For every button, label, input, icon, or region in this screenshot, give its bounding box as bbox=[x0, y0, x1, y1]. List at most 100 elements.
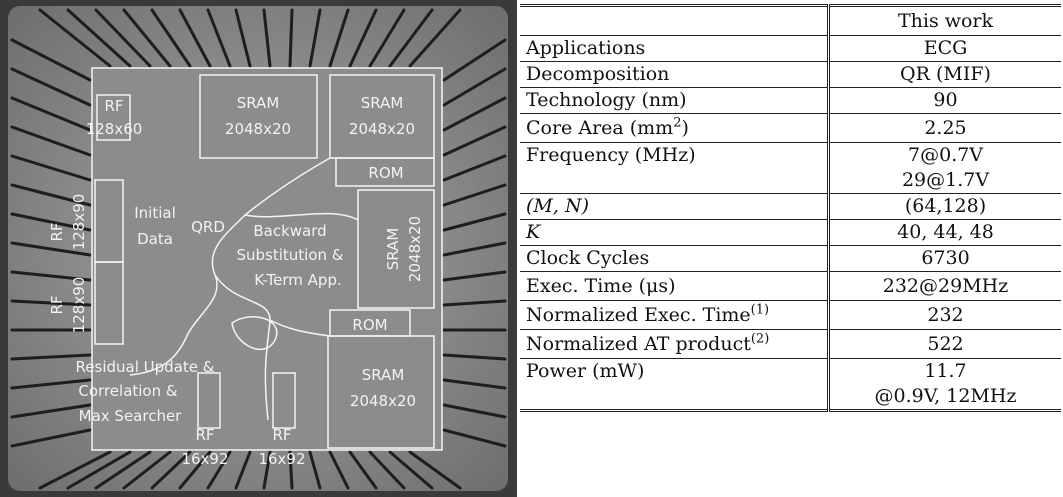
bond-wire bbox=[10, 299, 92, 307]
sram-vertical-box bbox=[357, 189, 435, 309]
param-label: Normalized AT product(2) bbox=[520, 329, 830, 359]
residual-label-3: Max Searcher bbox=[79, 407, 183, 425]
bond-wire bbox=[442, 241, 507, 257]
sram-2-size: 2048x20 bbox=[349, 120, 415, 138]
bond-wire bbox=[150, 8, 192, 68]
param-value: 40, 44, 48 bbox=[828, 219, 1061, 246]
bond-wire bbox=[234, 8, 252, 68]
param-text: Normalized AT product bbox=[526, 333, 751, 355]
bond-wire bbox=[368, 450, 406, 490]
param-superscript: (1) bbox=[750, 302, 770, 318]
bond-wire bbox=[442, 403, 507, 419]
rf-top-label: RF bbox=[104, 97, 123, 115]
value-line-2: @0.9V, 12MHz bbox=[874, 385, 1017, 407]
bond-wire bbox=[328, 450, 350, 490]
param-text: Core Area (mm bbox=[526, 117, 674, 139]
sram-2-label: SRAM bbox=[361, 94, 404, 112]
bond-wire bbox=[10, 183, 92, 207]
param-value: 232 bbox=[828, 300, 1061, 330]
bond-wire bbox=[94, 8, 152, 68]
bond-wire bbox=[442, 96, 507, 132]
bond-wire bbox=[206, 450, 232, 490]
param-label: Applications bbox=[520, 35, 830, 62]
bond-wire bbox=[10, 154, 92, 182]
bond-wire bbox=[10, 212, 92, 232]
param-value: QR (MIF) bbox=[828, 61, 1061, 88]
bond-wire bbox=[10, 67, 92, 107]
param-label: Power (mW) bbox=[520, 358, 830, 411]
bond-wire bbox=[10, 125, 92, 157]
table-row: Exec. Time (μs) 232@29MHz bbox=[520, 271, 1061, 301]
bond-wire bbox=[408, 450, 462, 490]
rf-bottom-1-label: RF bbox=[195, 426, 214, 444]
sram-bottom-size: 2048x20 bbox=[350, 392, 416, 410]
rf-left-1-label: RF bbox=[48, 222, 66, 241]
param-value: 522 bbox=[828, 329, 1061, 359]
bond-wire bbox=[442, 378, 507, 390]
sram-vertical-size: 2048x20 bbox=[406, 216, 424, 282]
rf-left-2-label: RF bbox=[48, 295, 66, 314]
bond-wire bbox=[262, 450, 272, 490]
backward-label-2: Substitution & bbox=[237, 246, 344, 264]
value-line-2: 29@1.7V bbox=[901, 169, 990, 191]
sram-bottom-label: SRAM bbox=[362, 366, 405, 384]
residual-label-2: Correlation & bbox=[78, 382, 177, 400]
residual-label-1: Residual Update & bbox=[76, 358, 215, 376]
rf-left-2-box bbox=[94, 261, 124, 345]
rf-bottom-2-size: 16x92 bbox=[258, 450, 305, 468]
param-label: Clock Cycles bbox=[520, 245, 830, 272]
initial-data-label-2: Data bbox=[137, 230, 173, 248]
bond-wire bbox=[388, 450, 434, 490]
param-superscript: 2 bbox=[673, 115, 682, 131]
bond-wire bbox=[38, 8, 112, 68]
param-value: ECG bbox=[828, 35, 1061, 62]
rf-bottom-1-box bbox=[197, 372, 221, 429]
table-row: Clock Cycles 6730 bbox=[520, 245, 1061, 272]
sram-1-box bbox=[199, 74, 318, 159]
value-line-1: 7@0.7V bbox=[907, 144, 984, 166]
param-value: 232@29MHz bbox=[828, 271, 1061, 301]
bond-wire bbox=[38, 450, 112, 490]
rom-bottom-label: ROM bbox=[352, 316, 387, 334]
table-row: Core Area (mm2) 2.25 bbox=[520, 113, 1061, 143]
rf-bottom-2-box bbox=[272, 372, 296, 429]
bond-wire bbox=[442, 353, 507, 361]
bond-wire bbox=[150, 450, 192, 490]
initial-data-label-1: Initial bbox=[134, 204, 176, 222]
param-label: Exec. Time (μs) bbox=[520, 271, 830, 301]
bond-wire bbox=[308, 8, 322, 68]
bond-wire bbox=[308, 450, 322, 490]
bond-wire bbox=[368, 8, 406, 68]
bond-wire bbox=[122, 450, 172, 490]
rom-top-label: ROM bbox=[368, 164, 403, 182]
table-row: Decomposition QR (MIF) bbox=[520, 61, 1061, 88]
param-superscript: (2) bbox=[750, 331, 770, 347]
bond-wire bbox=[442, 183, 507, 207]
bond-wire bbox=[66, 8, 132, 68]
bond-wire bbox=[10, 96, 92, 132]
param-label: Core Area (mm2) bbox=[520, 113, 830, 143]
param-value: 11.7@0.9V, 12MHz bbox=[828, 358, 1061, 411]
table-row: K 40, 44, 48 bbox=[520, 219, 1061, 246]
bond-wire bbox=[178, 8, 212, 68]
param-value: 6730 bbox=[828, 245, 1061, 272]
bond-wire bbox=[66, 450, 132, 490]
logic-boundary-lines bbox=[129, 157, 359, 421]
bond-wire bbox=[442, 270, 507, 282]
table-row: (M, N) (64,128) bbox=[520, 193, 1061, 220]
bond-wire bbox=[348, 450, 378, 490]
core-boundary bbox=[91, 67, 443, 451]
rf-top-box bbox=[96, 94, 131, 141]
bond-wire bbox=[10, 353, 92, 361]
bond-wire bbox=[10, 38, 92, 82]
sram-vertical-label: SRAM bbox=[384, 228, 402, 271]
bond-wire bbox=[442, 428, 507, 448]
sram-1-label: SRAM bbox=[237, 94, 280, 112]
rf-top-size: 128x60 bbox=[86, 120, 143, 138]
bond-wire bbox=[10, 428, 92, 448]
bond-wire bbox=[408, 8, 462, 68]
bond-wire bbox=[10, 378, 92, 390]
table-row: Applications ECG bbox=[520, 35, 1061, 62]
bond-wire bbox=[348, 8, 378, 68]
